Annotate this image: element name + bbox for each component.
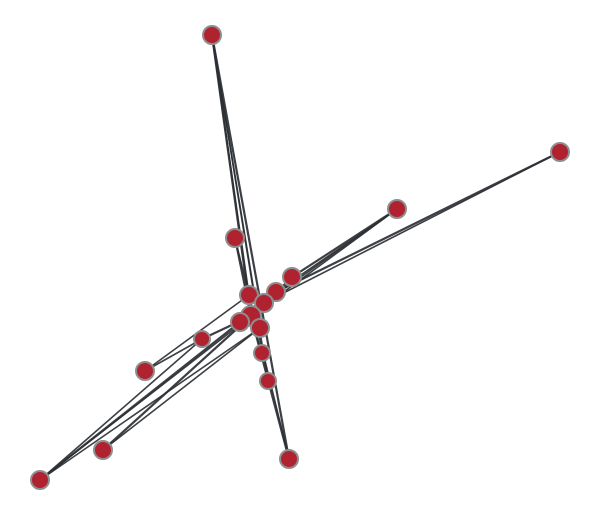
graph-edge	[211, 34, 250, 296]
edges-layer	[38, 33, 562, 482]
graph-edge	[290, 207, 399, 279]
graph-node[interactable]	[193, 330, 211, 348]
graph-edge	[39, 338, 203, 481]
graph-node[interactable]	[250, 318, 270, 338]
graph-node[interactable]	[279, 449, 299, 469]
graph-node[interactable]	[282, 267, 302, 287]
graph-edge	[101, 314, 253, 452]
graph-edge	[274, 150, 562, 294]
nodes-layer	[30, 25, 570, 490]
graph-node[interactable]	[550, 142, 570, 162]
graph-edge	[210, 33, 291, 461]
graph-edge	[39, 327, 261, 481]
graph-node[interactable]	[93, 440, 113, 460]
graph-node[interactable]	[387, 199, 407, 219]
graph-node[interactable]	[225, 228, 245, 248]
graph-node[interactable]	[254, 293, 274, 313]
graph-node[interactable]	[253, 344, 271, 362]
graph-node[interactable]	[230, 312, 250, 332]
graph-edge	[144, 338, 203, 372]
graph-node[interactable]	[259, 372, 277, 390]
graph-edge	[38, 320, 242, 482]
graph-node[interactable]	[30, 470, 50, 490]
graph-edge	[102, 327, 261, 451]
graph-node[interactable]	[202, 25, 222, 45]
graph-node[interactable]	[135, 361, 155, 381]
